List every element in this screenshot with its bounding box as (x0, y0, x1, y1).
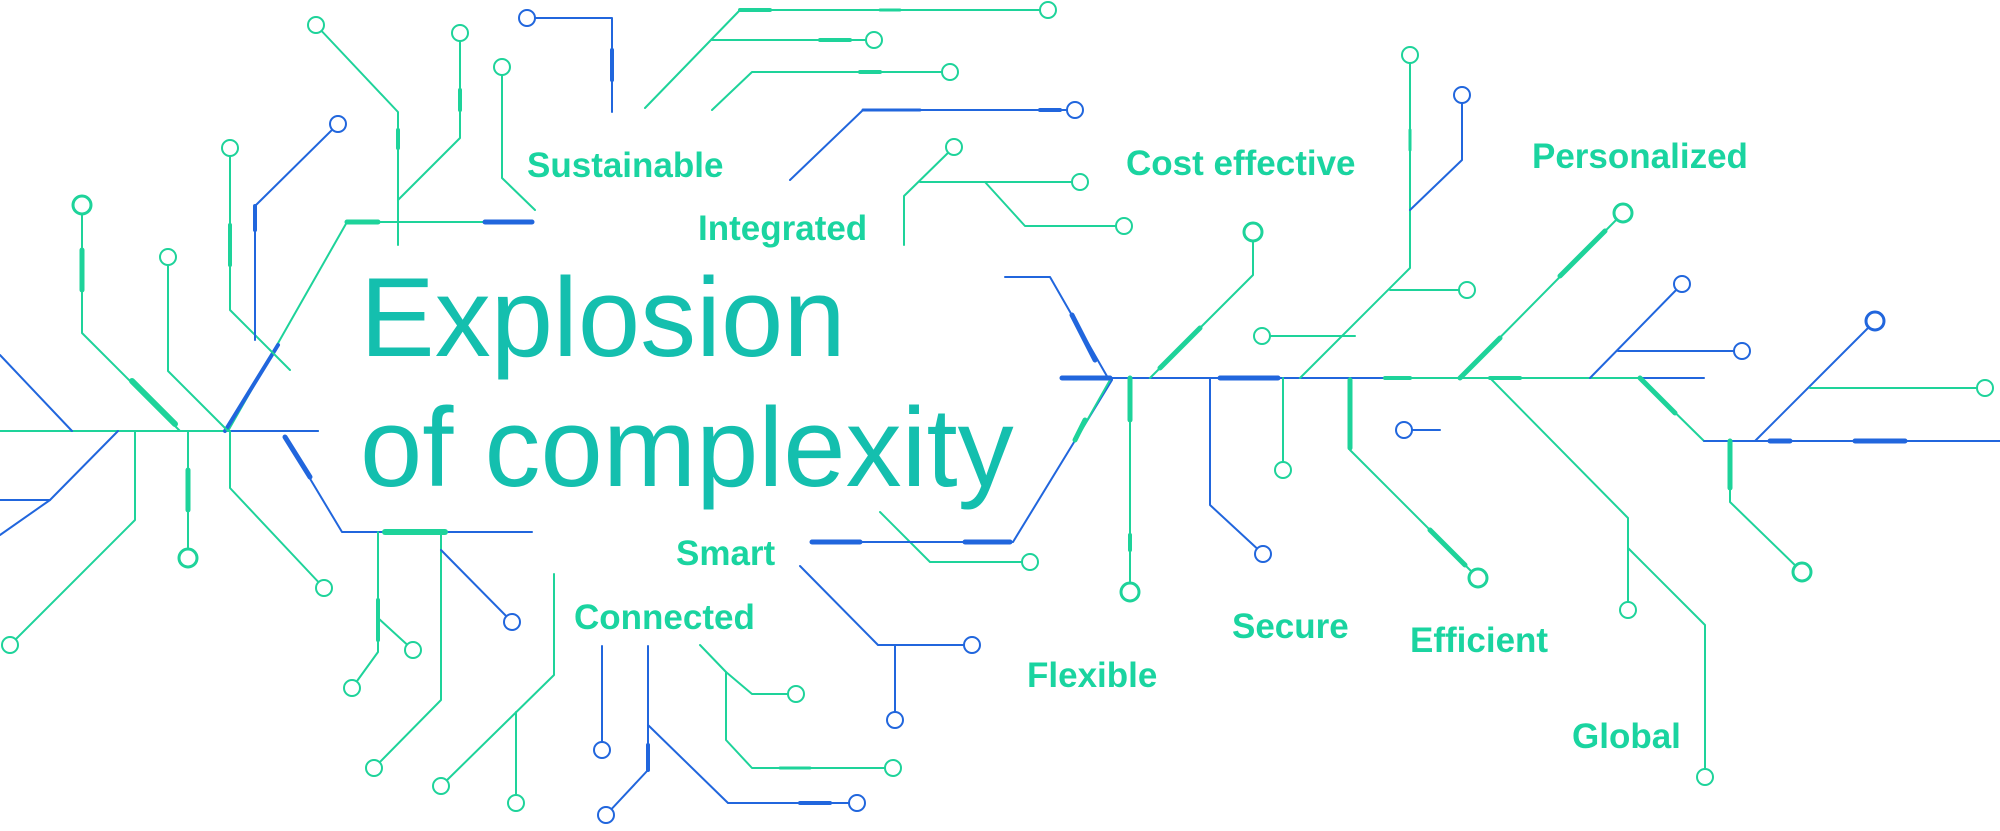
label-efficient: Efficient (1410, 621, 1549, 660)
label-integrated: Integrated (698, 209, 868, 248)
label-personalized: Personalized (1532, 137, 1748, 176)
label-sustainable: Sustainable (527, 146, 724, 185)
label-secure: Secure (1232, 607, 1349, 646)
label-cost-effective: Cost effective (1126, 144, 1356, 183)
label-global: Global (1572, 717, 1681, 756)
label-flexible: Flexible (1027, 656, 1158, 695)
title-line-1: Explosion (360, 255, 846, 380)
label-smart: Smart (676, 534, 776, 573)
right-tree (809, 46, 2000, 786)
label-connected: Connected (574, 598, 755, 637)
left-tree (0, 1, 1133, 824)
title-line-2: of complexity (360, 385, 1014, 510)
